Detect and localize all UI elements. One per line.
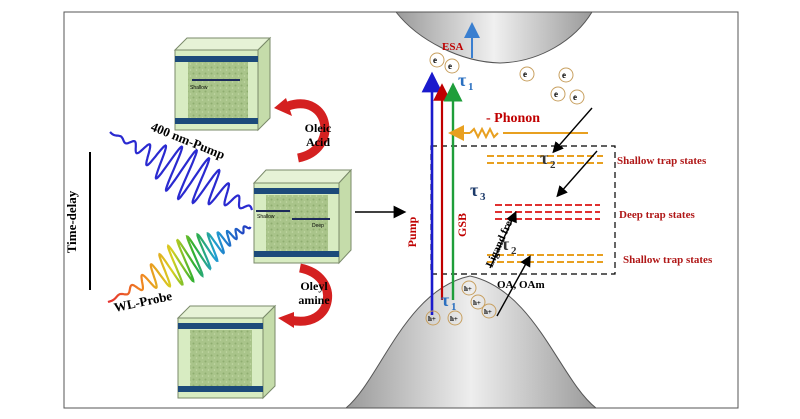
tau3: τ xyxy=(470,180,479,200)
shallow-trap-lines-top xyxy=(487,155,603,164)
tau1-top-sub: 1 xyxy=(468,81,474,93)
conduction-band-cone xyxy=(394,11,593,64)
cube-top: Shallow xyxy=(173,36,272,132)
gsb-label: GSB xyxy=(455,213,469,237)
svg-text:h+: h+ xyxy=(473,299,481,307)
time-axis-label: Time-delay xyxy=(64,190,79,253)
svg-text:e: e xyxy=(554,89,558,99)
probe-wave xyxy=(107,225,252,304)
svg-text:e: e xyxy=(433,55,437,65)
svg-text:e: e xyxy=(562,70,566,80)
tau2-top-arrow-b xyxy=(556,150,598,198)
phonon-zigzag xyxy=(469,126,499,140)
tau2-top-arrow-a xyxy=(552,107,593,154)
oleyl-label-2: amine xyxy=(298,293,330,307)
phonon-label: - Phonon xyxy=(486,111,540,126)
oleic-acid-arrow-head xyxy=(274,98,292,116)
tau2-bottom-sub: 2 xyxy=(511,245,517,257)
shallow-trap-top-label: Shallow trap states xyxy=(617,155,707,167)
cb-electrons: e e e e e e xyxy=(429,52,585,105)
tau2-bottom: τ xyxy=(501,234,510,254)
svg-text:h+: h+ xyxy=(464,285,472,293)
shallow-trap-lines-bottom xyxy=(487,254,603,263)
cube-top-shallow-label: Shallow xyxy=(190,85,208,91)
cube-bottom xyxy=(176,304,277,400)
svg-text:h+: h+ xyxy=(428,315,436,323)
vb-holes: h+ h+ h+ h+ h+ xyxy=(425,280,497,326)
oleyl-amine-curved-arrow xyxy=(289,263,332,326)
tau1-bottom: τ xyxy=(441,290,450,310)
oleic-label-2: Acid xyxy=(306,135,330,149)
valence-band-cone xyxy=(344,275,598,409)
oleyl-label-1: Oleyl xyxy=(300,279,328,293)
cube-middle: Shallow Deep xyxy=(252,168,353,265)
tau2-top: τ xyxy=(540,148,549,168)
tau1-bottom-sub: 1 xyxy=(451,301,457,313)
svg-text:e: e xyxy=(523,69,527,79)
oleyl-amine-arrow-head xyxy=(278,312,294,328)
deep-trap-label: Deep trap states xyxy=(619,209,695,221)
pump-arrow-label: Pump xyxy=(405,216,419,247)
esa-label: ESA xyxy=(442,41,463,53)
ligand-free-arrow xyxy=(489,210,517,269)
shallow-trap-bottom-label: Shallow trap states xyxy=(623,254,713,266)
oleic-acid-curved-arrow xyxy=(286,99,330,163)
svg-text:e: e xyxy=(573,92,577,102)
cube-middle-shallow-label: Shallow xyxy=(257,214,275,220)
oleic-label-1: Oleic xyxy=(305,121,332,135)
tau2-bottom-arrow xyxy=(496,255,531,317)
tau3-sub: 3 xyxy=(480,191,486,203)
tau1-top: τ xyxy=(458,70,467,90)
deep-trap-lines xyxy=(495,204,600,220)
svg-text:e: e xyxy=(448,61,452,71)
pump-wave xyxy=(109,131,254,211)
tau2-top-sub: 2 xyxy=(550,159,556,171)
svg-text:h+: h+ xyxy=(484,308,492,316)
cube-middle-deep-label: Deep xyxy=(312,223,324,229)
oa-oam-label: OA, OAm xyxy=(497,279,545,291)
svg-text:h+: h+ xyxy=(450,315,458,323)
